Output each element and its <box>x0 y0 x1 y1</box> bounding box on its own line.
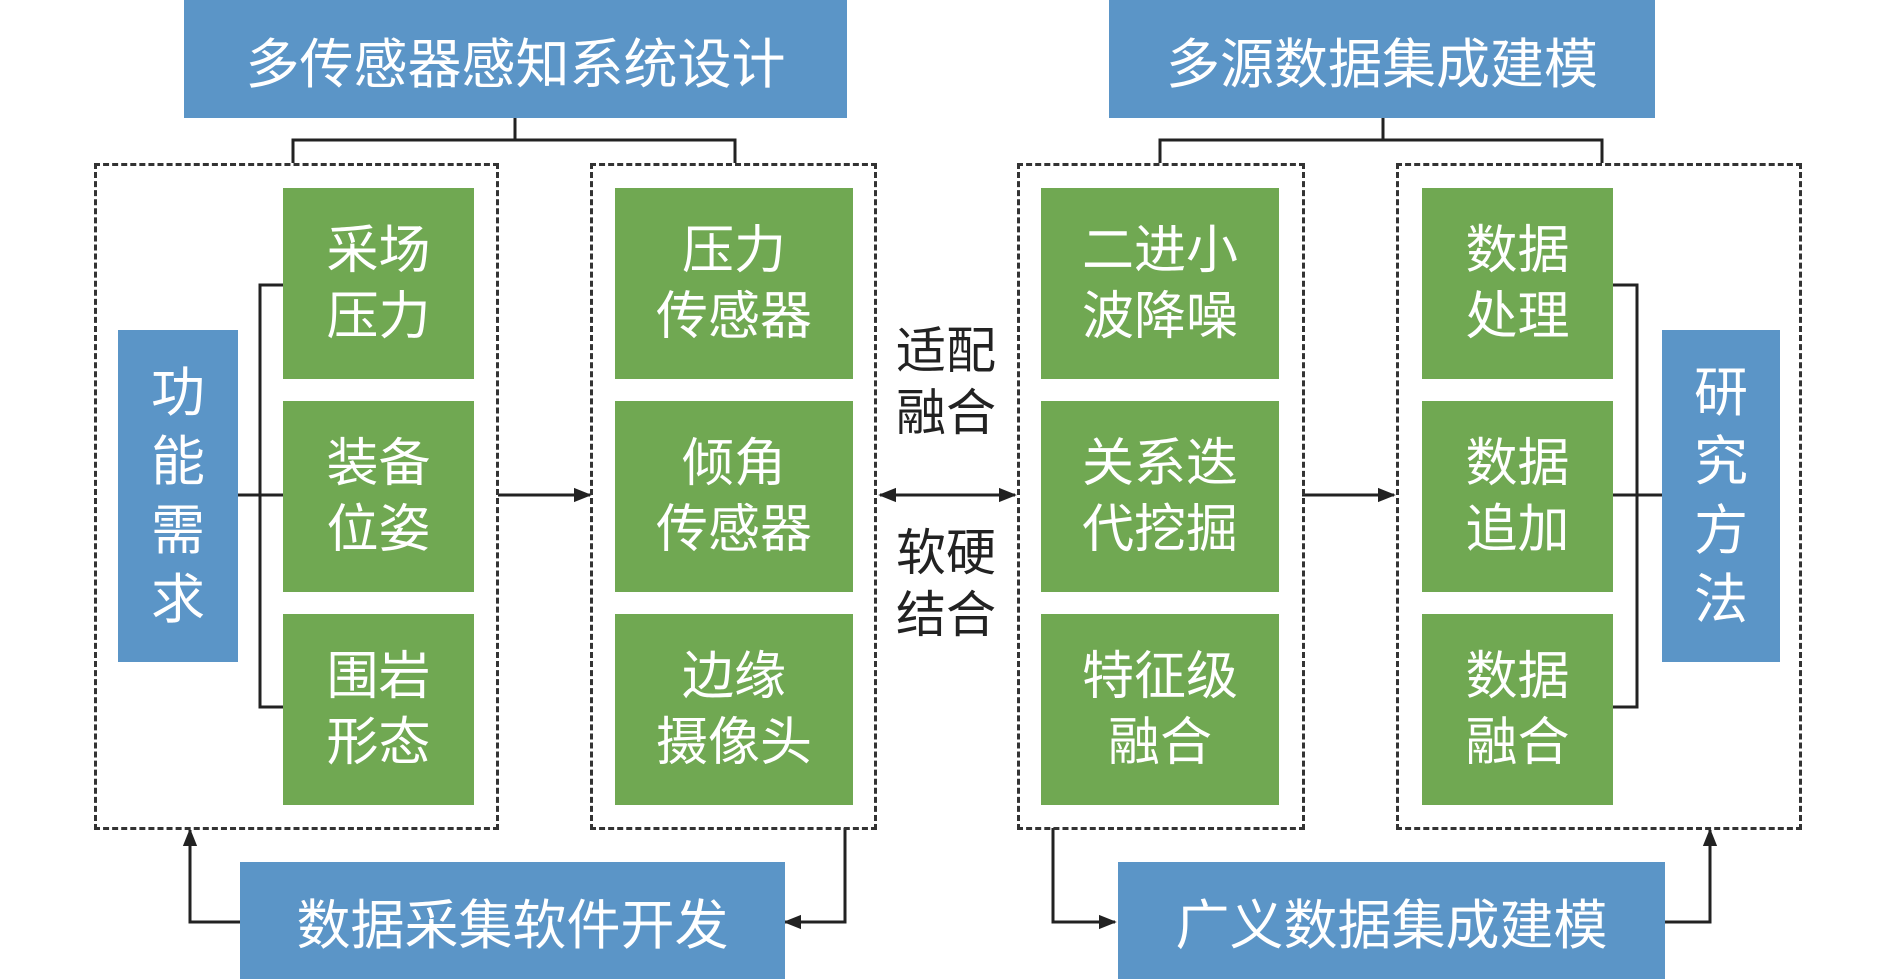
sensor-box: 压力 传感器 <box>615 188 853 379</box>
fusion-group-frame <box>1017 163 1305 830</box>
data-step-box: 数据 融合 <box>1422 614 1613 805</box>
top-left-bracket <box>291 118 737 163</box>
label-hardware-software-combination: 软硬 结合 <box>896 524 996 644</box>
requirement-bracket <box>238 283 283 709</box>
arrow-modeling-to-data <box>1665 828 1718 924</box>
arrow-sensor-to-software <box>783 828 847 930</box>
label-research-methods-text: 研究方法 <box>1694 361 1748 631</box>
title-sensor-system-design: 多传感器感知系统设计 <box>184 0 847 118</box>
data-step-box: 数据 追加 <box>1422 401 1613 592</box>
sensor-box: 边缘 摄像头 <box>615 614 853 805</box>
requirement-box: 围岩 形态 <box>283 614 474 805</box>
label-adapt-fusion: 适配 融合 <box>896 322 996 442</box>
requirement-box: 采场 压力 <box>283 188 474 379</box>
fusion-method-box: 关系迭 代挖掘 <box>1041 401 1279 592</box>
arrow-software-to-req <box>182 828 240 924</box>
title-data-acquisition-software: 数据采集软件开发 <box>240 862 785 979</box>
label-functional-requirements: 功能需求 <box>118 330 238 662</box>
fusion-method-box: 二进小 波降噪 <box>1041 188 1279 379</box>
label-functional-requirements-text: 功能需求 <box>151 361 205 631</box>
label-research-methods: 研究方法 <box>1662 330 1780 662</box>
datastep-bracket <box>1613 283 1662 709</box>
title-generalized-data-modeling: 广义数据集成建模 <box>1118 862 1665 979</box>
sensor-group-frame <box>590 163 877 830</box>
arrow-fusion-to-modeling <box>1051 828 1117 930</box>
data-step-box: 数据 处理 <box>1422 188 1613 379</box>
sensor-box: 倾角 传感器 <box>615 401 853 592</box>
top-right-bracket <box>1158 118 1604 163</box>
requirement-box: 装备 位姿 <box>283 401 474 592</box>
requirement-group-frame <box>94 163 499 830</box>
fusion-method-box: 特征级 融合 <box>1041 614 1279 805</box>
title-multisource-data-modeling: 多源数据集成建模 <box>1109 0 1655 118</box>
datastep-group-frame <box>1396 163 1802 830</box>
